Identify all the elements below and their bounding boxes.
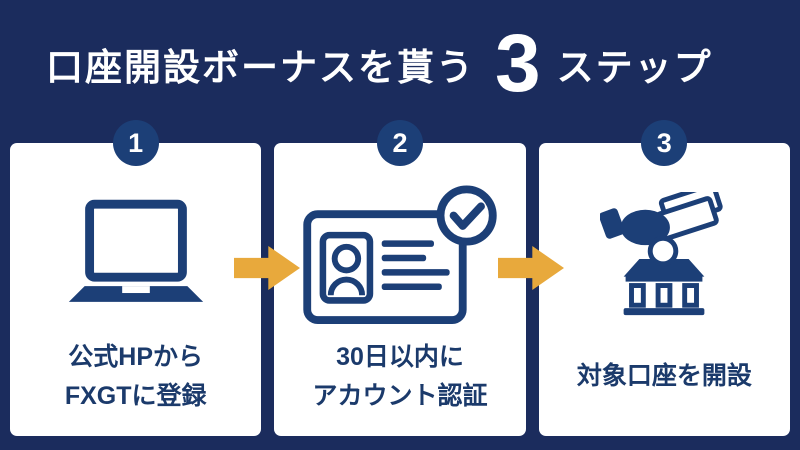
bank-deposit-icon	[600, 181, 728, 331]
title-prefix: 口座開設ボーナスを貰う	[46, 47, 475, 88]
step-number-badge: 3	[641, 120, 688, 166]
caption-line: アカウント認証	[312, 381, 488, 410]
step-caption: 対象口座を開設	[577, 331, 752, 436]
steps-row: 1 公式HPから FXGTに登録 2	[10, 120, 790, 436]
caption-line: FXGTに登録	[64, 381, 207, 410]
step-number-badge: 1	[112, 120, 159, 166]
title-step-count: 3	[495, 18, 541, 109]
caption-line: 対象口座を開設	[576, 362, 752, 391]
step-card-2: 2 30日以内に アカウント認証	[274, 120, 526, 436]
id-card-check-icon	[302, 181, 498, 331]
step-caption: 30日以内に アカウント認証	[312, 331, 487, 436]
page-title: 口座開設ボーナスを貰う 3 ステップ	[46, 18, 713, 110]
caption-line: 公式HPから	[68, 342, 204, 371]
title-suffix: ステップ	[556, 47, 713, 88]
step-number-badge: 2	[376, 120, 423, 166]
step-caption: 公式HPから FXGTに登録	[65, 331, 207, 436]
laptop-icon	[57, 181, 215, 331]
step-card-3: 3 対象口座	[538, 120, 790, 436]
caption-line: 30日以内に	[336, 342, 464, 371]
step-card-1: 1 公式HPから FXGTに登録	[10, 120, 262, 436]
